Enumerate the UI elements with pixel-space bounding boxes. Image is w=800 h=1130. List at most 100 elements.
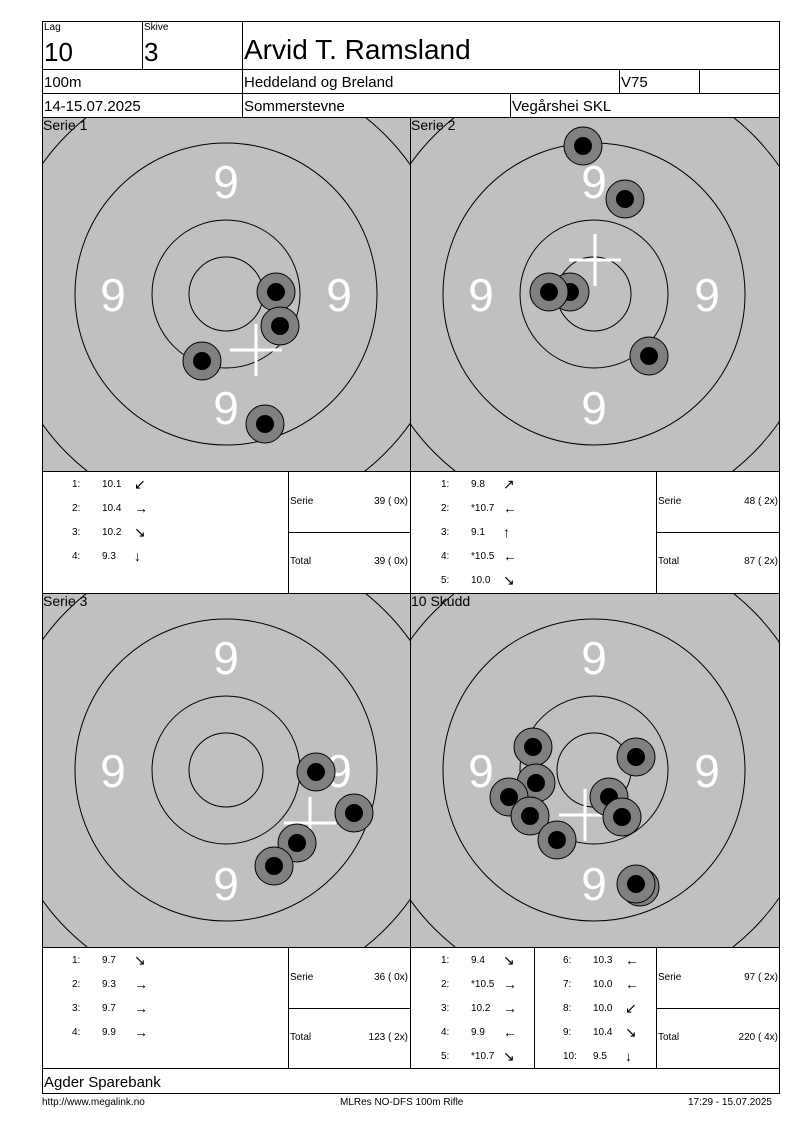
ring-number-label: 9 <box>213 156 239 208</box>
serie-label: Serie <box>658 496 682 507</box>
shot-direction-icon: ↘ <box>503 1048 515 1064</box>
shot-value: 10.4 <box>102 503 122 514</box>
ring-number-label: 9 <box>213 632 239 684</box>
url-link[interactable]: http://www.megalink.no <box>42 1097 145 1108</box>
shot-number: 3: <box>441 527 450 538</box>
shot-value: 10.1 <box>102 479 122 490</box>
target-ring <box>151 219 301 369</box>
ring-number-label: 9 <box>694 269 720 321</box>
target-ring <box>519 219 669 369</box>
ring-number-label: 9 <box>100 269 126 321</box>
shot-direction-icon: ← <box>503 500 517 516</box>
location: Vegårshei SKL <box>512 98 612 115</box>
shot-value: 9.4 <box>471 955 485 966</box>
shot-direction-icon: ↙ <box>625 1000 637 1016</box>
shot-direction-icon: ↘ <box>134 524 146 540</box>
shot-value: 9.5 <box>593 1051 607 1062</box>
shot-value: *10.5 <box>471 979 495 990</box>
ring-number-label: 9 <box>581 382 607 434</box>
sponsor: Agder Sparebank <box>44 1074 161 1091</box>
shot-hole <box>510 796 550 836</box>
distance: 100m <box>44 74 82 91</box>
shot-value: 9.3 <box>102 979 116 990</box>
shot-direction-icon: ↓ <box>134 548 141 564</box>
ring-number-label: 9 <box>100 745 126 797</box>
shot-hole <box>254 846 294 886</box>
total-score: 123 ( 2x) <box>368 1032 408 1043</box>
shot-direction-icon: → <box>134 976 148 992</box>
date: 14-15.07.2025 <box>44 98 141 115</box>
shot-hole <box>256 272 296 312</box>
shot-value: 9.1 <box>471 527 485 538</box>
shot-direction-icon: → <box>134 1024 148 1040</box>
shot-value: 10.2 <box>471 1003 491 1014</box>
target-face: 9 9 9 9 <box>43 118 410 471</box>
shot-number: 4: <box>441 1027 450 1038</box>
shot-direction-icon: ↑ <box>503 524 510 540</box>
shot-value: 10.0 <box>593 1003 613 1014</box>
target-title: Serie 1 <box>43 118 88 133</box>
shot-value: *10.5 <box>471 551 495 562</box>
target-ring <box>442 618 746 922</box>
shot-number: 6: <box>563 955 572 966</box>
shot-value: 9.7 <box>102 955 116 966</box>
shot-value: 10.0 <box>593 979 613 990</box>
shot-direction-icon: ↘ <box>134 952 146 968</box>
shot-number: 3: <box>72 1003 81 1014</box>
shot-hole <box>529 272 569 312</box>
shot-value: 10.2 <box>102 527 122 538</box>
shot-direction-icon: ↙ <box>134 476 146 492</box>
shot-hole <box>513 727 553 767</box>
target-title: Serie 3 <box>43 594 88 609</box>
shot-hole <box>334 793 374 833</box>
serie-score: 97 ( 2x) <box>744 972 778 983</box>
shot-number: 7: <box>563 979 572 990</box>
total-score: 87 ( 2x) <box>744 556 778 567</box>
ring-number-label: 9 <box>213 858 239 910</box>
serie-score: 48 ( 2x) <box>744 496 778 507</box>
shot-hole <box>616 864 656 904</box>
target-panel: 9 9 9 9 Serie 1 <box>43 118 410 471</box>
total-label: Total <box>290 556 312 567</box>
shot-hole <box>537 820 577 860</box>
shot-hole <box>245 404 285 444</box>
total-label: Total <box>290 1032 312 1043</box>
shot-hole <box>616 737 656 777</box>
shot-number: 2: <box>441 503 450 514</box>
total-score: 220 ( 4x) <box>738 1032 778 1043</box>
shot-direction-icon: → <box>503 976 517 992</box>
shot-number: 2: <box>441 979 450 990</box>
ring-number-label: 9 <box>213 382 239 434</box>
ring-number-label: 9 <box>326 269 352 321</box>
shot-number: 5: <box>441 1051 450 1062</box>
shot-value: *10.7 <box>471 503 495 514</box>
ring-number-label: 9 <box>581 632 607 684</box>
serie-label: Serie <box>290 972 314 983</box>
shot-direction-icon: → <box>134 500 148 516</box>
target-ring <box>519 695 669 845</box>
total-score: 39 ( 0x) <box>374 556 408 567</box>
total-label: Total <box>658 556 680 567</box>
shot-direction-icon: ↘ <box>625 1024 637 1040</box>
shot-number: 9: <box>563 1027 572 1038</box>
shot-number: 8: <box>563 1003 572 1014</box>
club: Heddeland og Breland <box>244 74 394 91</box>
serie-label: Serie <box>658 972 682 983</box>
shot-value: 10.0 <box>471 575 491 586</box>
event: Sommerstevne <box>244 98 345 115</box>
shot-direction-icon: ↘ <box>503 572 515 588</box>
shot-number: 1: <box>441 955 450 966</box>
shot-hole <box>629 336 669 376</box>
target-ring <box>74 142 378 446</box>
target-ring <box>188 732 264 808</box>
target-ring <box>188 256 264 332</box>
shot-value: 10.3 <box>593 955 613 966</box>
shot-value: *10.7 <box>471 1051 495 1062</box>
target-title: Serie 2 <box>411 118 456 133</box>
